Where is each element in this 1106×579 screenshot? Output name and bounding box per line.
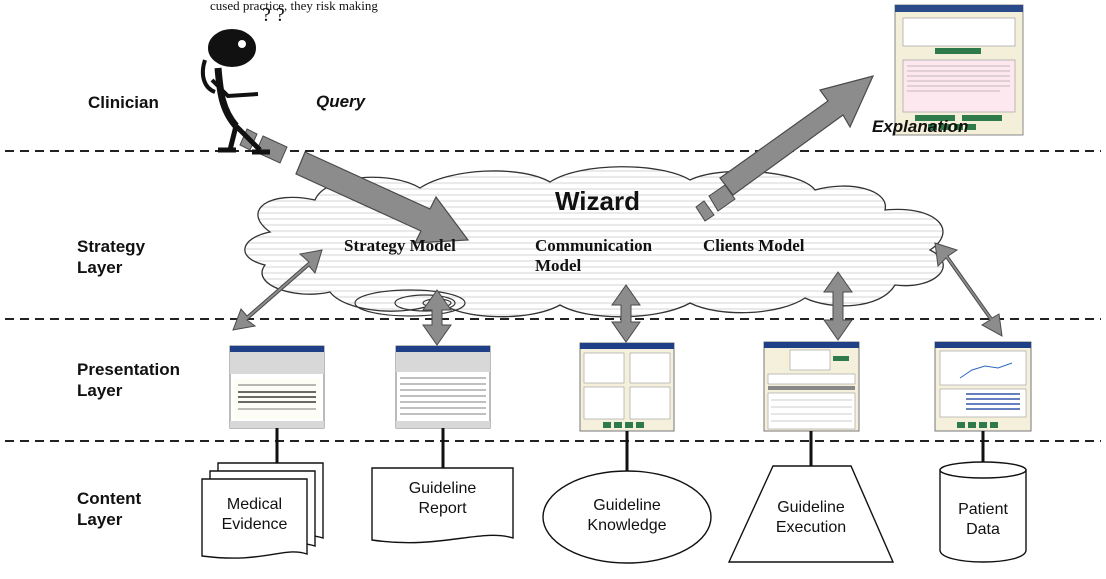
header-partial-text: cused practice, they risk making <box>210 0 378 13</box>
medical-evidence-line-1: Medical <box>226 496 283 513</box>
communication-model-line-1: Communication <box>535 236 653 255</box>
content-label-patient-data: Patient Data <box>940 500 1026 540</box>
screen-medical-evidence <box>229 345 325 429</box>
explanation-arrow <box>695 75 875 222</box>
guideline-knowledge-line-2: Knowledge <box>587 517 667 534</box>
cloud-swirl-1 <box>354 289 466 317</box>
screen-guideline-execution <box>763 341 860 432</box>
content-layer-line-2: Layer <box>77 510 123 529</box>
patient-data-line-2: Data <box>966 521 1000 538</box>
screen-guideline-knowledge <box>579 342 675 432</box>
presentation-layer-label: Presentation Layer <box>77 359 180 401</box>
query-label: Query <box>316 92 366 111</box>
content-label-guideline-execution: Guideline Execution <box>729 498 893 538</box>
double-arrow-2 <box>422 289 452 346</box>
guideline-execution-line-1: Guideline <box>777 499 845 516</box>
clinician-figure <box>200 29 270 155</box>
double-arrow-5 <box>934 242 1003 337</box>
presentation-layer-line-2: Layer <box>77 381 123 400</box>
content-connectors <box>275 428 985 472</box>
strategy-model-label: Strategy Model <box>344 236 456 255</box>
shape-guideline-execution <box>727 465 895 563</box>
content-layer-line-1: Content <box>77 489 142 508</box>
content-label-medical-evidence: Medical Evidence <box>202 495 307 535</box>
strategy-layer-label: Strategy Layer <box>77 236 145 278</box>
guideline-knowledge-line-1: Guideline <box>593 497 661 514</box>
strategy-layer-line-2: Layer <box>77 258 123 277</box>
explanation-screen <box>894 4 1024 136</box>
layer-separators <box>5 150 1101 442</box>
guideline-execution-line-2: Execution <box>775 519 847 536</box>
explanation-label: Explanation <box>872 117 969 136</box>
presentation-layer-line-1: Presentation <box>77 360 180 379</box>
content-label-guideline-report: Guideline Report <box>372 479 513 519</box>
screen-guideline-report <box>395 345 491 429</box>
guideline-report-line-2: Report <box>418 500 467 517</box>
medical-evidence-line-2: Evidence <box>221 516 288 533</box>
vertical-double-arrows <box>232 242 1003 346</box>
double-arrow-4 <box>823 271 853 341</box>
wizard-title: Wizard <box>555 186 640 216</box>
double-arrow-3 <box>611 284 641 343</box>
shape-medical-evidence <box>201 462 324 559</box>
clinician-label: Clinician <box>88 93 159 112</box>
shape-guideline-knowledge <box>542 470 712 564</box>
guideline-report-line-1: Guideline <box>408 480 477 497</box>
strategy-layer-line-1: Strategy <box>77 237 146 256</box>
communication-model-line-2: Model <box>535 256 582 275</box>
screen-patient-data <box>934 341 1032 432</box>
content-label-guideline-knowledge: Guideline Knowledge <box>543 496 711 536</box>
shape-patient-data <box>939 461 1027 563</box>
cloud-swirl-2 <box>394 294 456 312</box>
patient-data-line-1: Patient <box>958 501 1008 518</box>
content-shapes <box>201 461 1027 564</box>
communication-model-label: Communication Model <box>535 236 652 276</box>
content-layer-label: Content Layer <box>77 488 141 530</box>
shape-guideline-report <box>371 467 514 544</box>
clients-model-label: Clients Model <box>703 236 805 255</box>
presentation-screens <box>229 341 1032 432</box>
question-marks: ? ? <box>262 4 285 26</box>
clinician-head <box>208 29 256 67</box>
double-arrow-1 <box>232 249 323 331</box>
